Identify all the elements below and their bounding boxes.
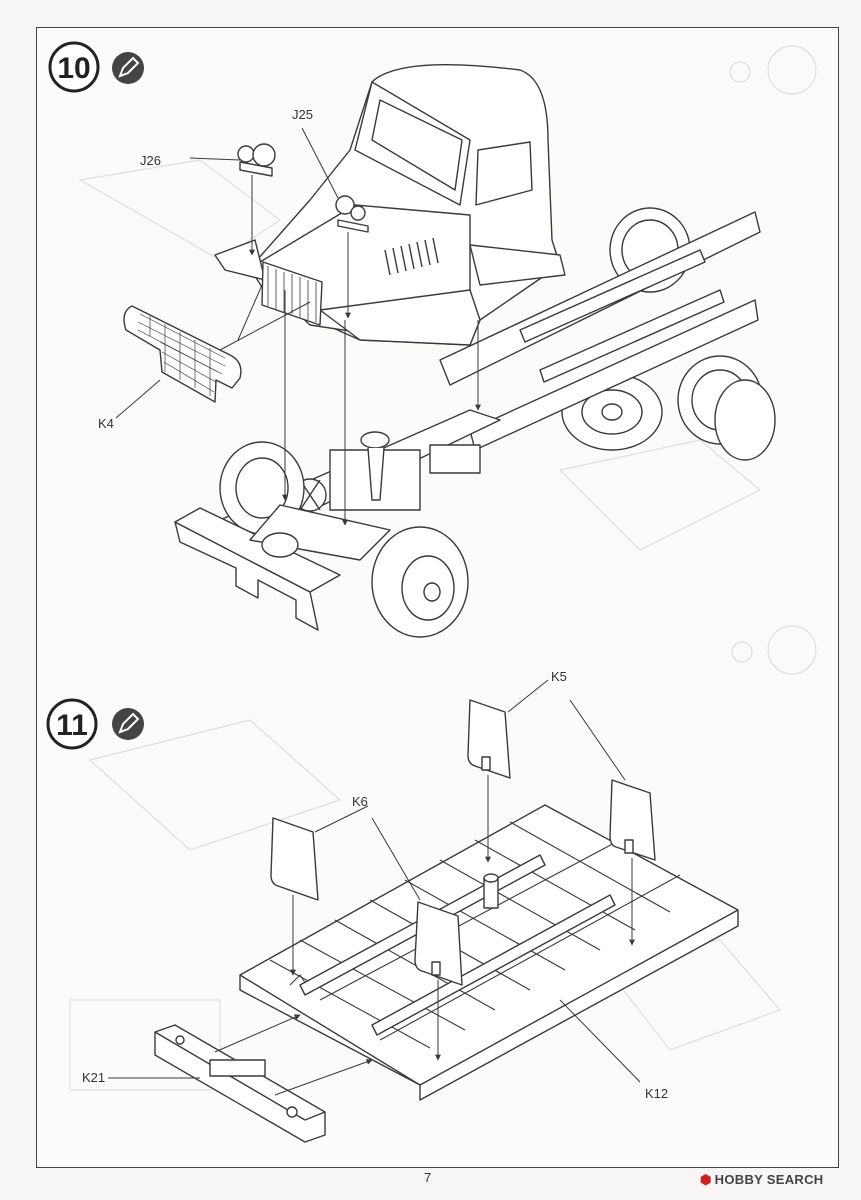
step-10-assembly [123,63,776,638]
step-11-assembly [154,699,739,1143]
part-label-K21: K21 [82,1070,105,1085]
hobby-search-logo-icon: ⬢ [700,1172,712,1187]
part-label-J26: J26 [140,153,161,168]
step-11-guides [108,679,641,1096]
step-10-guides [115,127,481,526]
part-label-K4: K4 [98,416,114,431]
side-board-K6 [270,817,463,986]
step-number-circle [46,698,98,750]
part-label-K12: K12 [645,1086,668,1101]
step-number-circle [48,41,100,93]
side-board-K5 [467,699,656,861]
front-bumper [174,521,319,631]
step-10-header: 10 [48,41,144,93]
step-number: 11 [56,709,88,742]
engine [293,431,481,512]
part-label-K6: K6 [352,794,368,809]
tailgate-bar-K21 [154,1024,326,1143]
truck-cab [214,63,566,346]
hobby-search-watermark: ⬢HOBBY SEARCH [700,1172,823,1188]
page-number: 7 [424,1170,432,1185]
part-label-K5: K5 [551,669,567,684]
cement-brush-icon [112,708,144,740]
headlight-J26 [237,143,276,177]
watermark-text: HOBBY SEARCH [714,1172,824,1187]
grille-part-K4 [123,305,242,403]
cement-brush-icon [112,52,144,84]
headlight-J25 [335,195,369,233]
rear-wheel [561,207,776,461]
step-11-header: 11 [46,698,144,750]
step-number: 10 [57,52,90,85]
bed-floor-K12 [239,804,739,1101]
part-label-J25: J25 [292,107,313,122]
